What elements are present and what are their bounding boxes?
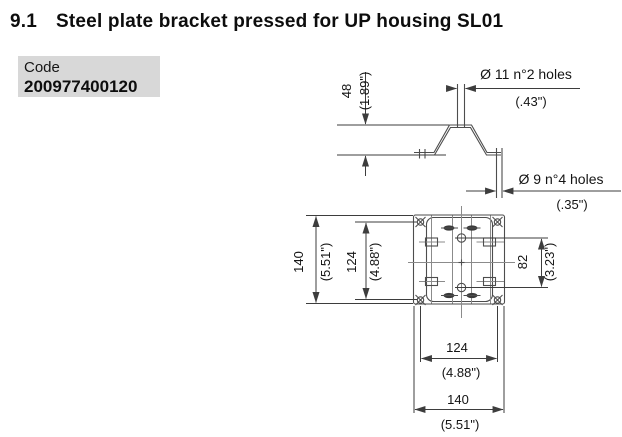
dim-bend-height: 48 (1.89") (337, 72, 449, 176)
dim-plate-vertical: 140 (5.51") (291, 215, 413, 304)
dim-center-holes-inch: (3.23") (542, 243, 557, 282)
slotted-hole (441, 225, 481, 299)
dim-plate-v-inch: (5.51") (318, 243, 333, 282)
dim-hole-pitch-v-inch: (4.88") (367, 243, 382, 282)
page-title: 9.1 Steel plate bracket pressed for UP h… (10, 11, 503, 33)
code-box: Code 200977400120 (18, 56, 160, 97)
dim-plate-h-inch: (5.51") (441, 417, 480, 432)
corner-hole (415, 216, 426, 228)
dim-plate-h-mm: 140 (447, 392, 469, 407)
flange-holes-inch: (.35") (556, 197, 587, 212)
dim-hole-pitch-v-mm: 124 (344, 251, 359, 273)
dim-bend-height-mm: 48 (339, 84, 354, 98)
dim-flange-holes: Ø 9 n°4 holes (.35") (466, 171, 621, 212)
plan-view (408, 206, 515, 318)
pressed-area-outline (425, 216, 494, 303)
section-title: Steel plate bracket pressed for UP housi… (56, 11, 504, 32)
dim-top-holes: Ø 11 n°2 holes (.43") (446, 66, 580, 109)
dim-hole-pitch-horizontal: 124 (4.88") (420, 306, 498, 380)
dim-center-holes-mm: 82 (515, 255, 530, 269)
top-holes-inch: (.43") (515, 94, 546, 109)
dim-hole-pitch-h-inch: (4.88") (442, 365, 481, 380)
dim-plate-v-mm: 140 (291, 251, 306, 273)
center-mark (458, 259, 465, 266)
section-number: 9.1 (10, 11, 38, 32)
dim-hole-pitch-h-mm: 124 (446, 340, 468, 355)
corner-hole (492, 216, 503, 228)
side-view-profile (414, 84, 503, 198)
flange-holes-label: Ø 9 n°4 holes (519, 171, 604, 187)
dim-plate-horizontal: 140 (5.51") (413, 306, 505, 432)
plate-outline (412, 214, 506, 305)
corner-hole (492, 294, 503, 306)
code-value: 200977400120 (24, 77, 138, 96)
corner-hole (415, 294, 426, 306)
dim-bend-height-inch: (1.89") (357, 72, 372, 111)
code-label: Code (24, 59, 60, 76)
dim-hole-pitch-vertical: 124 (4.88") (344, 221, 417, 300)
top-holes-label: Ø 11 n°2 holes (480, 66, 572, 82)
rectangular-slot (419, 237, 504, 287)
dim-center-holes: 82 (3.23") (455, 237, 557, 288)
